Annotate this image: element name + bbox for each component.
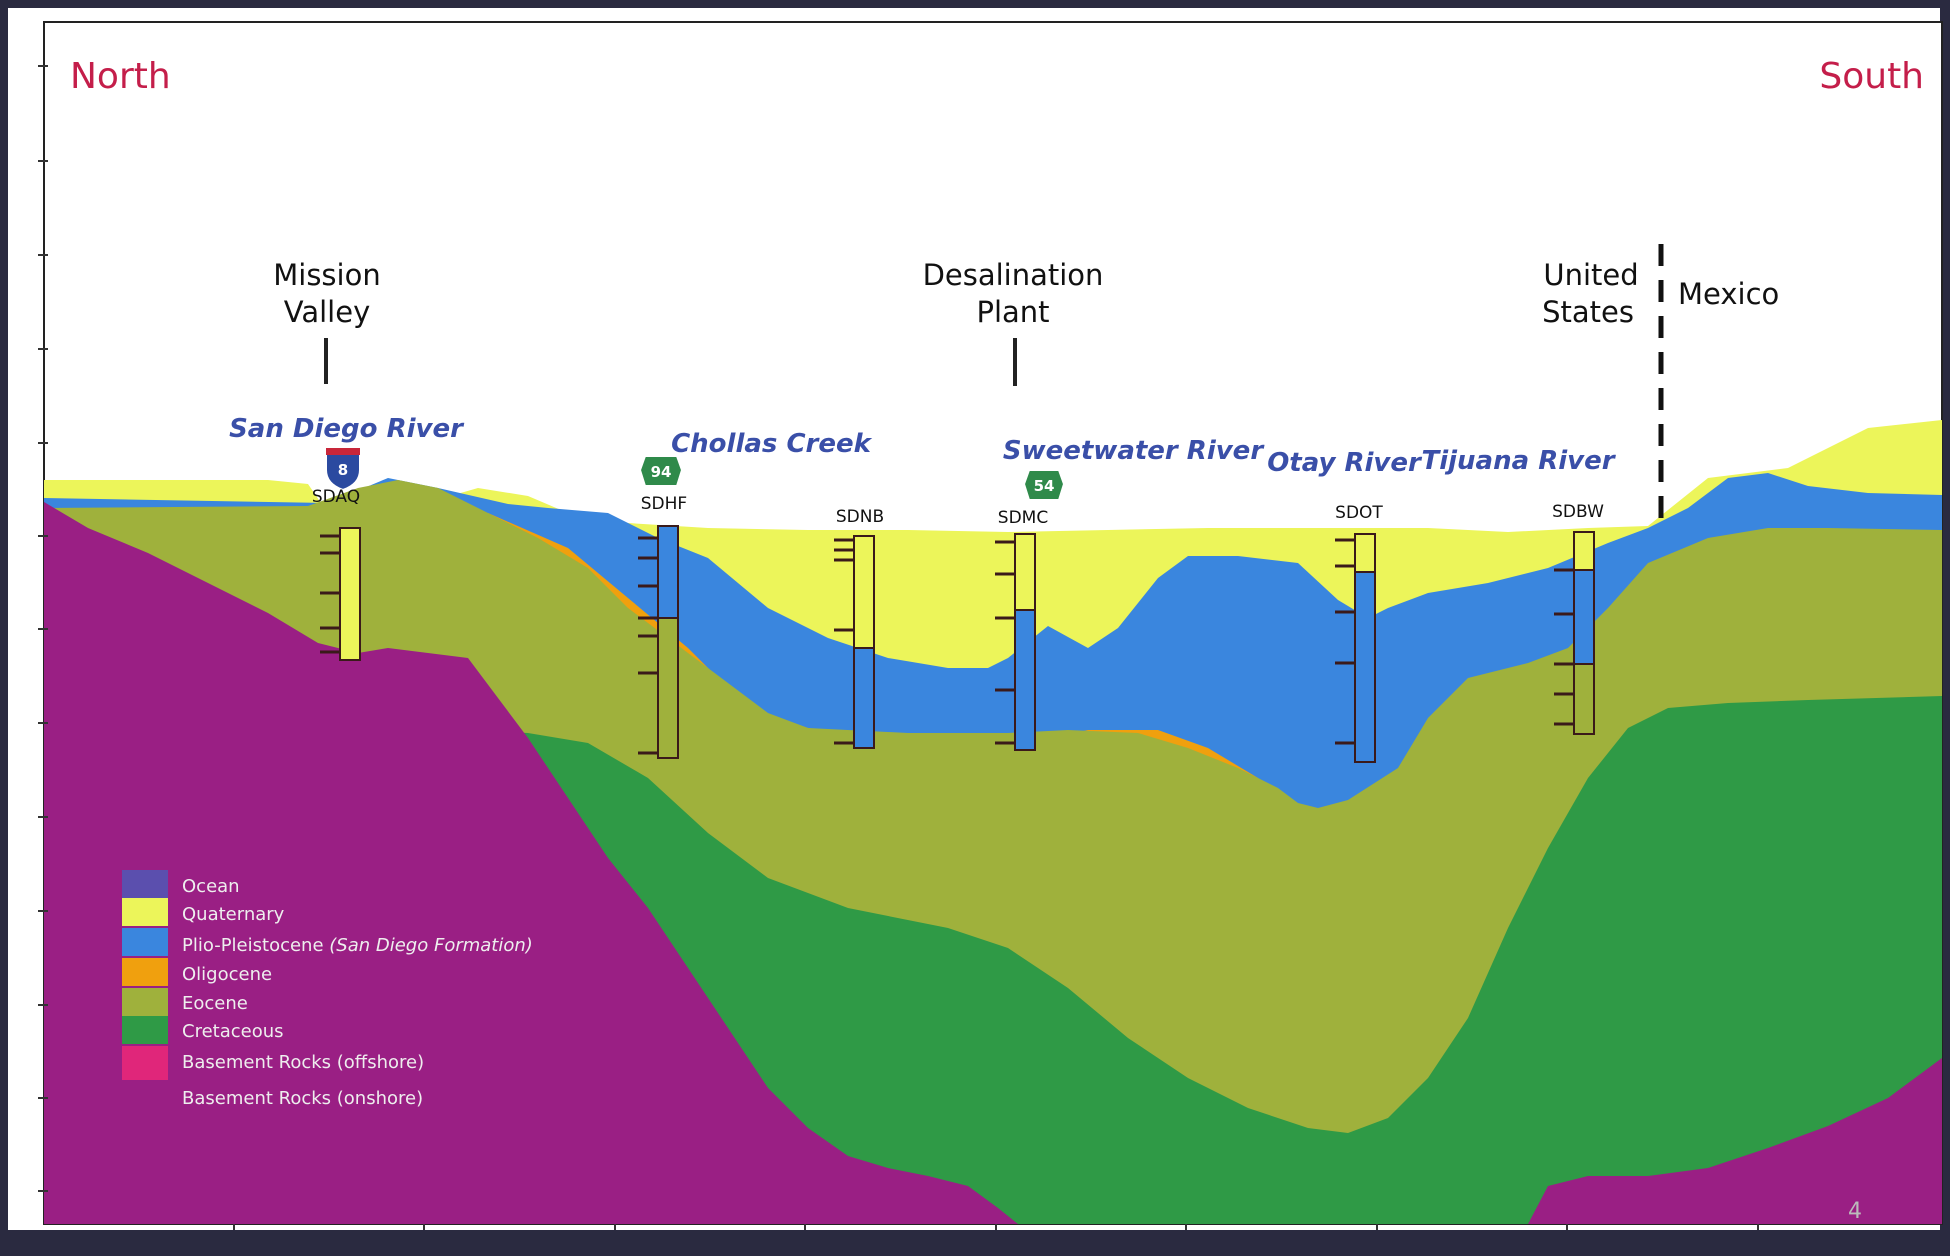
legend-swatch-plio-pleistocene	[122, 928, 168, 956]
legend-label-cretaceous: Cretaceous	[182, 1021, 284, 1042]
cross-section-frame: North South Mission Valley Desalination …	[8, 8, 1943, 1230]
well-sdnb-column	[834, 535, 875, 749]
desalination-plant-label-line2: Plant	[976, 295, 1049, 329]
layer-basement-onshore	[44, 502, 1018, 1224]
legend-swatch-cretaceous	[122, 1016, 168, 1044]
legend-label-oligocene: Oligocene	[182, 964, 272, 985]
mission-valley-label-line1: Mission	[273, 258, 380, 292]
mexico-label: Mexico	[1678, 277, 1779, 311]
legend-label-basement-onshore: Basement Rocks (onshore)	[182, 1088, 423, 1109]
well-sdbw-label: SDBW	[1552, 502, 1604, 522]
legend-swatch-oligocene	[122, 958, 168, 986]
legend-swatch-basement-offshore	[122, 1046, 168, 1080]
well-sdaq-column	[320, 527, 361, 661]
well-sdaq-label: SDAQ	[312, 487, 360, 507]
legend-swatch-ocean	[122, 870, 168, 898]
south-label: South	[1819, 56, 1924, 97]
united-states-label-line2: States	[1542, 295, 1634, 329]
layer-basement-onshore-south	[1528, 1058, 1942, 1224]
legend-swatch-eocene	[122, 988, 168, 1016]
well-sdhf-label: SDHF	[641, 494, 687, 514]
well-sdnb-label: SDNB	[836, 507, 884, 527]
depth-axis-ticks	[38, 65, 48, 1192]
distance-axis-ticks	[233, 1224, 1759, 1230]
well-sdmc-label: SDMC	[998, 508, 1048, 528]
well-sdbw-column	[1554, 531, 1595, 735]
route-54-shield-icon: 54	[1022, 469, 1066, 501]
mission-valley-label-line2: Valley	[284, 295, 370, 329]
geologic-cross-section: North South Mission Valley Desalination …	[38, 21, 1943, 1230]
sweetwater-river-label: Sweetwater River	[1003, 436, 1265, 466]
chollas-creek-label: Chollas Creek	[671, 429, 873, 459]
legend-label-quaternary: Quaternary	[182, 904, 285, 925]
legend-label-ocean: Ocean	[182, 876, 240, 897]
north-label: North	[70, 56, 171, 97]
interstate-8-shield-icon: 8	[325, 447, 361, 492]
route-94-number: 94	[651, 463, 672, 481]
route-94-shield-icon: 94	[638, 455, 684, 487]
desalination-plant-label-line1: Desalination	[923, 258, 1104, 292]
legend-swatch-quaternary	[122, 898, 168, 926]
legend: Ocean Quaternary Plio-Pleistocene (San D…	[122, 870, 533, 1114]
well-sdot-column	[1335, 533, 1376, 763]
well-sdmc-column	[995, 533, 1036, 751]
well-sdot-label: SDOT	[1335, 503, 1383, 523]
legend-swatch-basement-onshore	[122, 1080, 168, 1114]
page-number: 4	[1848, 1199, 1862, 1224]
united-states-label-line1: United	[1543, 258, 1638, 292]
san-diego-river-label: San Diego River	[229, 414, 465, 444]
legend-label-eocene: Eocene	[182, 993, 248, 1014]
tijuana-river-label: Tijuana River	[1421, 446, 1616, 476]
route-54-number: 54	[1034, 477, 1055, 495]
legend-label-plio-pleistocene: Plio-Pleistocene (San Diego Formation)	[182, 935, 533, 956]
interstate-8-number: 8	[338, 461, 348, 479]
well-sdhf-column	[638, 525, 679, 759]
legend-label-basement-offshore: Basement Rocks (offshore)	[182, 1052, 424, 1073]
otay-river-label: Otay River	[1267, 448, 1423, 478]
